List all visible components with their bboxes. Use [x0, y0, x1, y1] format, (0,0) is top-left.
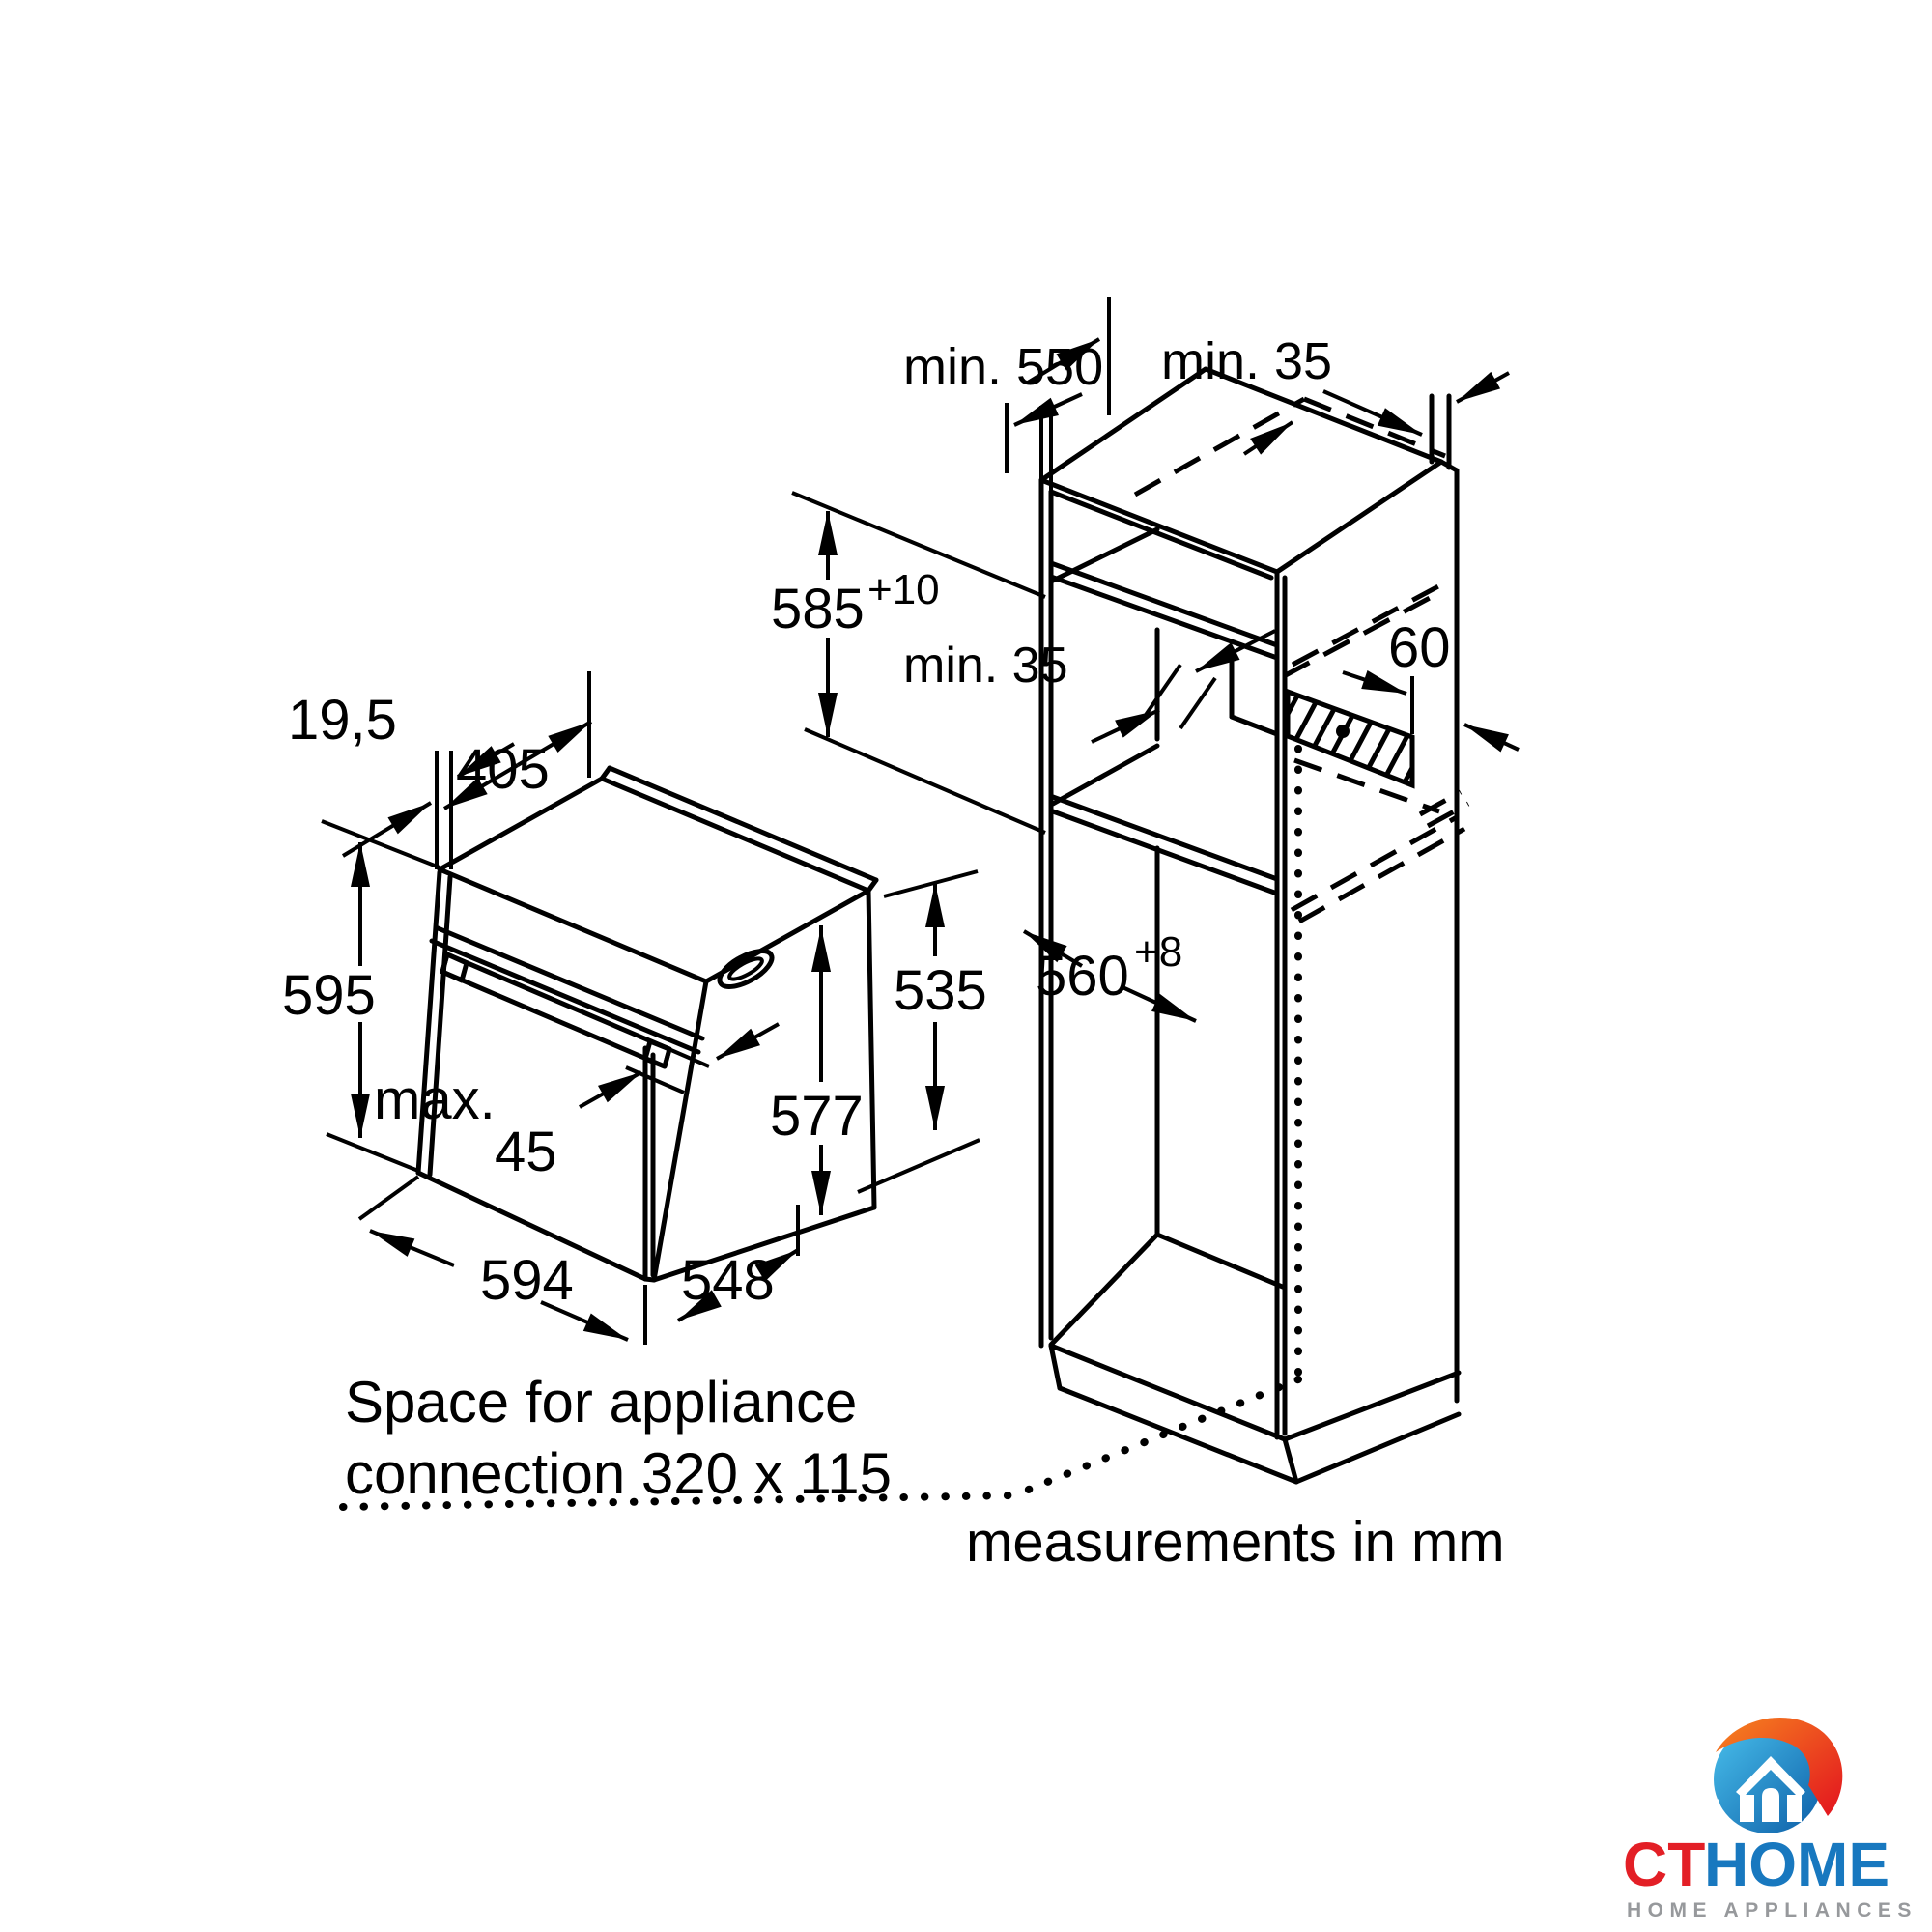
vent-cutout-hatch [1285, 688, 1415, 789]
cabinet-drawing [339, 366, 1520, 1511]
dim-label-595: 595 [282, 964, 376, 1027]
logo-house [1736, 1756, 1805, 1822]
notes: Space for appliance connection 320 x 115… [345, 1370, 1505, 1574]
cthome-logo: CT HOME HOME APPLIANCES [1623, 1717, 1918, 1921]
dim-label-45: 45 [495, 1121, 557, 1183]
dotted-leader-diagonal [1010, 1376, 1302, 1499]
vent-dot [1336, 724, 1350, 738]
oven-door-bottom [415, 1170, 648, 1282]
dim-label-560-tol: +8 [1134, 928, 1182, 976]
hidden-niche-top [1133, 396, 1306, 497]
dim-label-585: 585 [771, 578, 865, 640]
side-handle-cutout [717, 949, 775, 989]
dim-label-min35-top: min. 35 [1161, 332, 1332, 390]
cabinet-dimensions: min. 550 min. 35 585 +10 min. 35 60 560 … [771, 297, 1510, 1023]
dotted-leader-horizontal [339, 1492, 1018, 1511]
dim-label-585-tol: +10 [867, 566, 940, 613]
dim-label-535: 535 [894, 959, 987, 1022]
note-space-line2: connection 320 x 115 [345, 1441, 892, 1506]
dim-label-60: 60 [1388, 616, 1451, 679]
dim-label-min35-mid: min. 35 [903, 638, 1068, 694]
dim-label-594: 594 [480, 1249, 574, 1312]
logo-tagline: HOME APPLIANCES [1627, 1899, 1918, 1921]
dim-label-max: max. [374, 1068, 496, 1131]
oven-top-face [437, 776, 871, 984]
dim-label-19-5: 19,5 [288, 689, 397, 752]
dim-label-577: 577 [770, 1085, 864, 1148]
wall-pointer-arrow [1463, 723, 1520, 753]
cabinet-top-face [1038, 366, 1444, 575]
dim-label-560: 560 [1036, 945, 1129, 1008]
dim-label-405: 405 [456, 738, 550, 801]
dim-label-548: 548 [681, 1249, 775, 1312]
note-units: measurements in mm [966, 1511, 1505, 1574]
logo-text-ct: CT [1623, 1830, 1705, 1899]
logo-highlight [1713, 1799, 1764, 1837]
oven-dimensions: 19,5 405 595 max. 45 577 535 594 [282, 671, 987, 1345]
note-space-line1: Space for appliance [345, 1370, 857, 1435]
logo-roof-swoosh [1716, 1717, 1843, 1816]
logo-text-home: HOME [1704, 1830, 1889, 1899]
oven-drawing [415, 765, 879, 1283]
dim-label-min550: min. 550 [903, 338, 1103, 396]
